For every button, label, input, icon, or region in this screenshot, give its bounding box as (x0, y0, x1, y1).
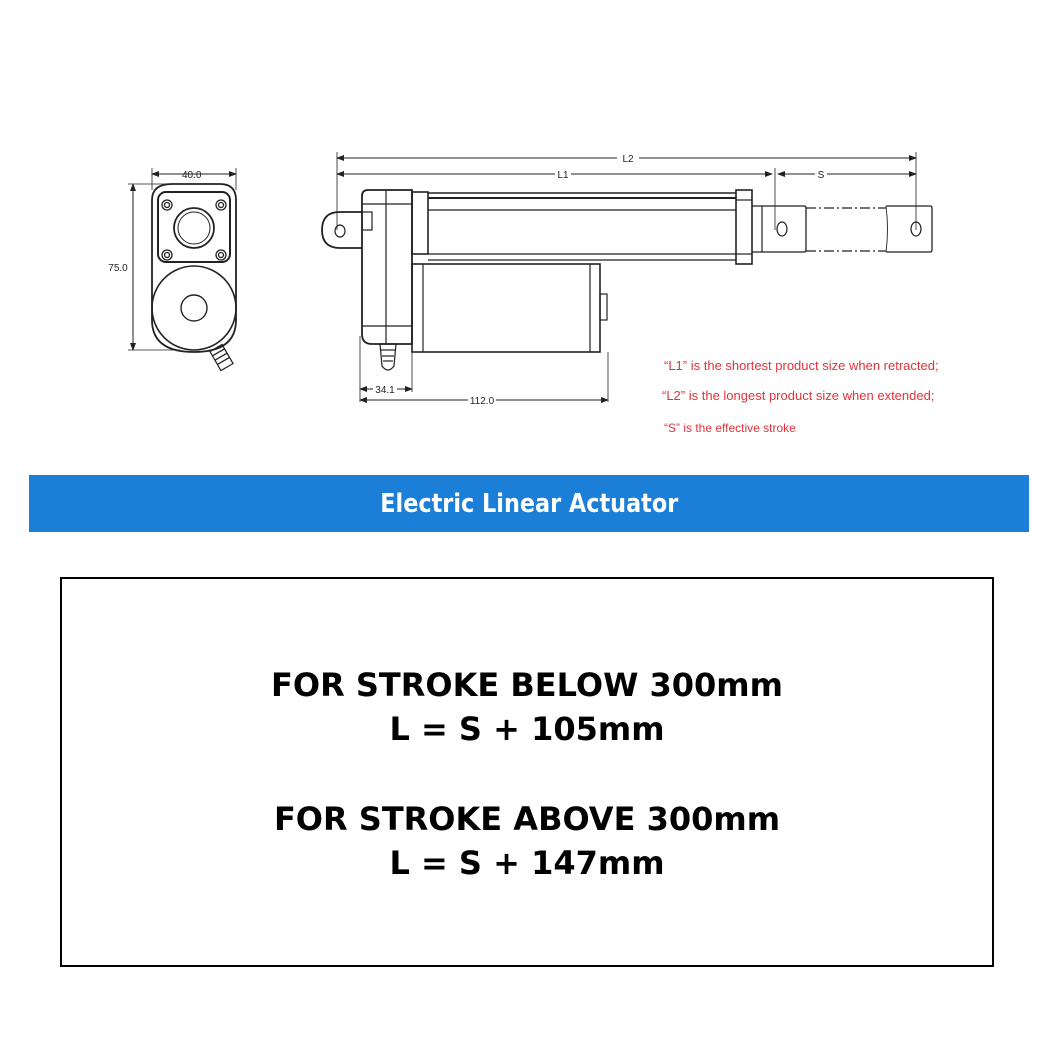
banner-title: Electric Linear Actuator (379, 488, 679, 519)
motor-offset-dim: 34.1 (375, 385, 395, 396)
formula-above-condition: FOR STROKE ABOVE 300mm (273, 800, 781, 838)
formula-below-equation: L = S + 105mm (389, 710, 665, 748)
l2-dimension-label: L2 (622, 154, 634, 165)
note-s: “S” is the effective stroke (664, 421, 796, 435)
stroke-dimension-label: S (818, 170, 825, 181)
formula-below-condition: FOR STROKE BELOW 300mm (271, 666, 783, 704)
formula-above-equation: L = S + 147mm (389, 844, 665, 882)
technical-drawing: 40.0 75.0 (108, 151, 933, 407)
end-view (128, 168, 237, 372)
formula-box: FOR STROKE BELOW 300mm L = S + 105mm FOR… (60, 577, 994, 967)
title-banner: Electric Linear Actuator (29, 475, 1029, 532)
motor-length-dim: 112.0 (470, 396, 495, 407)
note-l2: “L2” is the longest product size when ex… (662, 388, 935, 403)
l1-dimension-label: L1 (557, 170, 569, 181)
side-view (321, 152, 933, 403)
end-view-height-dim: 75.0 (108, 263, 128, 274)
end-view-width-dim: 40.0 (182, 170, 202, 181)
note-l1: “L1” is the shortest product size when r… (664, 358, 939, 373)
